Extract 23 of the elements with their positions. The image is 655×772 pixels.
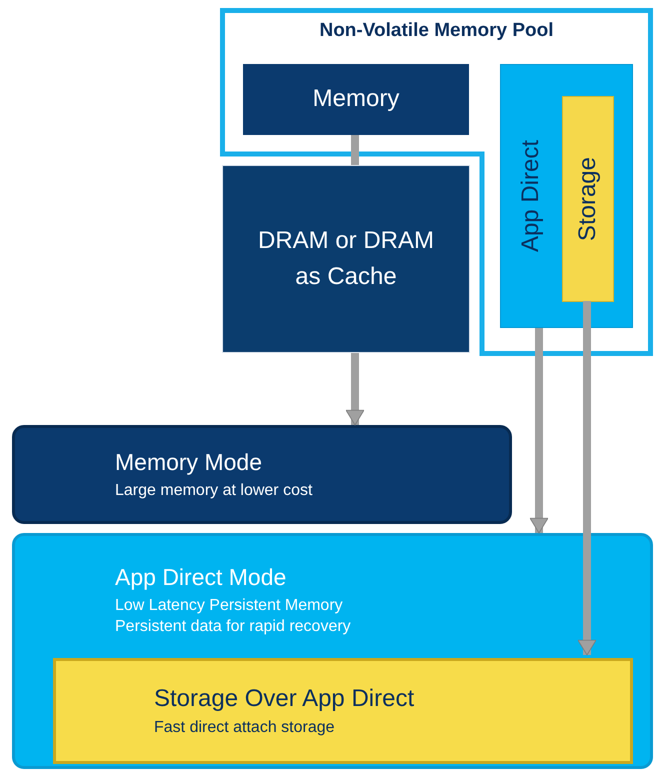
arrow (346, 353, 364, 426)
arrow (530, 328, 548, 534)
box-label: DRAM or DRAM as Cache (256, 226, 435, 292)
memory-mode-band (12, 425, 512, 524)
box-label: Memory (312, 85, 400, 114)
band-title: Memory Mode (115, 449, 262, 477)
pool-title: Non-Volatile Memory Pool (319, 20, 554, 43)
band-subtitle: Persistent data for rapid recovery (115, 616, 351, 636)
band-subtitle: Fast direct attach storage (154, 718, 335, 737)
box-label: Storage (574, 156, 602, 242)
band-subtitle: Large memory at lower cost (115, 480, 312, 500)
arrow (578, 301, 596, 656)
band-title: App Direct Mode (115, 564, 286, 592)
storage-box (562, 96, 614, 302)
dram-box (222, 165, 470, 353)
memory-box (243, 64, 469, 135)
connector-line (351, 135, 359, 165)
app-direct-mode-band (12, 533, 653, 769)
band-title: Storage Over App Direct (154, 685, 414, 714)
storage-over-app-direct-band (53, 658, 633, 764)
band-subtitle: Low Latency Persistent Memory (115, 596, 343, 615)
box-label: App Direct (517, 140, 545, 252)
app-direct-box (500, 64, 633, 328)
